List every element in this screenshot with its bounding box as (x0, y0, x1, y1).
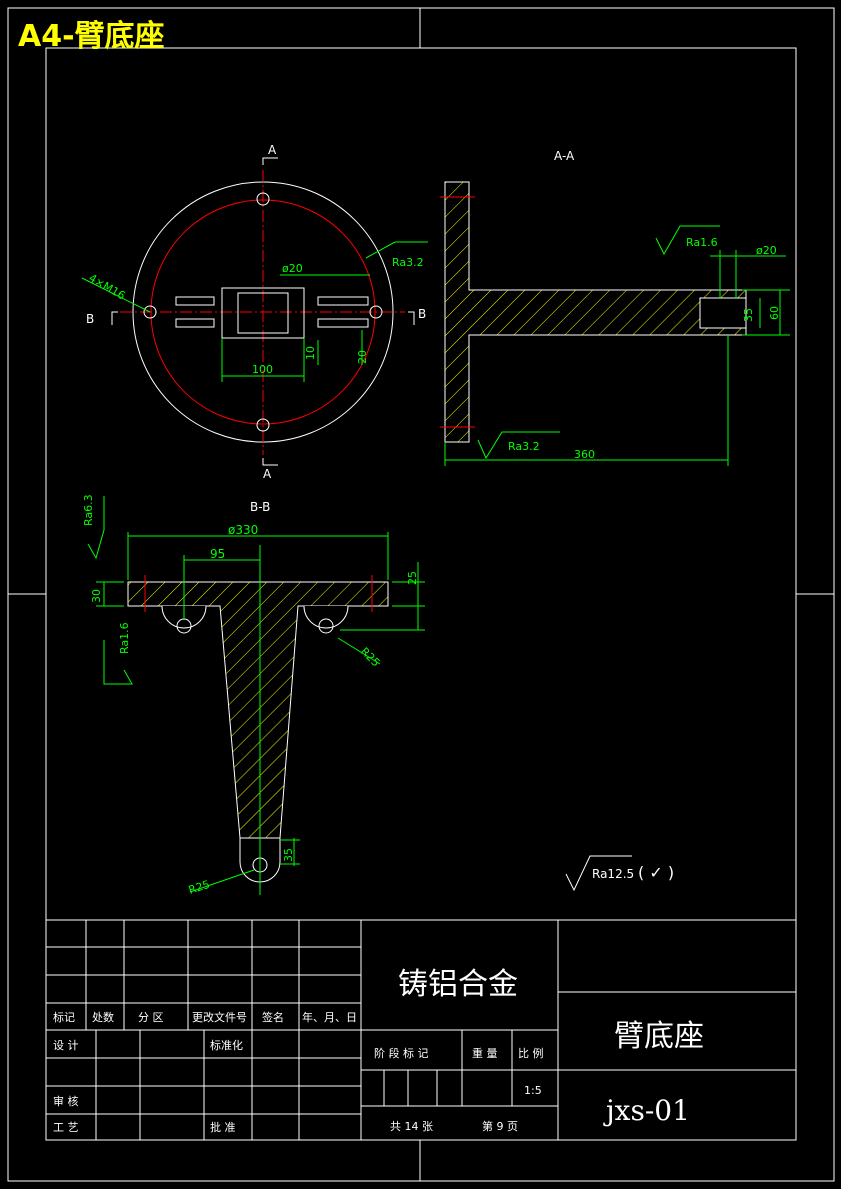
title-block (45, 919, 797, 1141)
dim-bb-d95: 95 (210, 547, 225, 561)
title-block-text: 标记 处数 分 区 更改文件号 签名 年、月、日 设 计 标准化 审 核 工 艺… (53, 967, 704, 1134)
dim-aa-d35: 35 (742, 308, 755, 322)
hdr-ratio: 比 例 (518, 1046, 544, 1060)
dim-width100: 100 (252, 363, 273, 376)
top-view: A A B B 4×M16 ø20 Ra3.2 100 10 20 (81, 143, 428, 481)
dim-holes: 4×M16 (87, 271, 128, 302)
hdr-doc-no: 更改文件号 (192, 1010, 247, 1024)
hdr-stage-mark: 阶 段 标 记 (374, 1046, 429, 1060)
left-slot-bottom (175, 318, 215, 328)
dim-d10: 10 (304, 346, 317, 360)
dim-roughness-top: Ra3.2 (392, 256, 424, 269)
hdr-design: 设 计 (53, 1039, 79, 1052)
left-slot-top (175, 296, 215, 306)
dim-aa-d60: 60 (768, 306, 781, 320)
scale-value: 1:5 (524, 1084, 542, 1097)
bolt-hole-right (369, 305, 383, 319)
sheet-number: 第 9 页 (482, 1119, 518, 1133)
dim-bb-rough63: Ra6.3 (82, 494, 95, 526)
hdr-review: 审 核 (53, 1094, 79, 1108)
dim-aa-dia20: ø20 (756, 244, 777, 257)
section-aa-label: A-A (554, 149, 575, 163)
hdr-sign: 签名 (262, 1010, 284, 1024)
drawing-number: jxs-01 (603, 1094, 690, 1127)
section-aa-view: A-A Ra1.6 ø20 35 60 Ra3.2 360 (440, 149, 790, 466)
general-roughness-value: Ra12.5 (592, 867, 634, 881)
bolt-hole-bottom (256, 418, 270, 432)
right-slot-top (317, 296, 369, 306)
dim-bb-d25: 25 (406, 571, 419, 585)
center-boss-outer (221, 287, 305, 339)
hdr-mark: 标记 (53, 1010, 75, 1024)
section-mark-b-right: B (418, 307, 426, 321)
section-mark-a-top: A (268, 143, 277, 157)
sheets-total: 共 14 张 (390, 1120, 433, 1133)
section-aa-bore (699, 297, 747, 329)
dim-dia20: ø20 (282, 262, 303, 275)
center-boss-inner (237, 292, 289, 334)
dim-bb-rough16: Ra1.6 (118, 622, 131, 654)
right-slot-bottom (317, 318, 369, 328)
hdr-weight: 重 量 (472, 1046, 498, 1060)
dim-bb-r25b: R25 (187, 878, 212, 897)
bolt-hole-top (256, 192, 270, 206)
hdr-process: 工 艺 (53, 1121, 79, 1134)
dim-d20: 20 (356, 350, 369, 364)
general-roughness: Ra12.5 ( ✓ ) (565, 855, 674, 892)
hdr-date: 年、月、日 (302, 1010, 357, 1024)
section-mark-b-left: B (86, 312, 94, 326)
part-name: 臂底座 (614, 1019, 704, 1054)
material: 铸铝合金 (398, 967, 518, 1002)
bolt-hole-left (143, 305, 157, 319)
section-mark-a-bottom: A (263, 467, 272, 481)
dim-aa-rough1: Ra1.6 (686, 236, 718, 249)
section-bb-label: B-B (250, 500, 270, 514)
hdr-standard: 标准化 (210, 1038, 243, 1052)
general-roughness-bracket: ( ✓ ) (638, 863, 674, 882)
lug-right (303, 605, 349, 629)
dim-bb-d30: 30 (90, 589, 103, 603)
hdr-zone: 分 区 (138, 1011, 164, 1024)
dim-bb-d35: 35 (282, 848, 295, 862)
dim-aa-rough2: Ra3.2 (508, 440, 540, 453)
dim-aa-len360: 360 (574, 448, 595, 461)
section-bb-view: B-B (82, 494, 425, 897)
sheet-title: A4-臂底座 (18, 19, 165, 54)
hdr-approve: 批 准 (210, 1120, 236, 1134)
hdr-count: 处数 (92, 1011, 114, 1024)
dim-bb-dia330: ø330 (228, 523, 258, 537)
dim-bb-r25a: R25 (358, 645, 382, 669)
